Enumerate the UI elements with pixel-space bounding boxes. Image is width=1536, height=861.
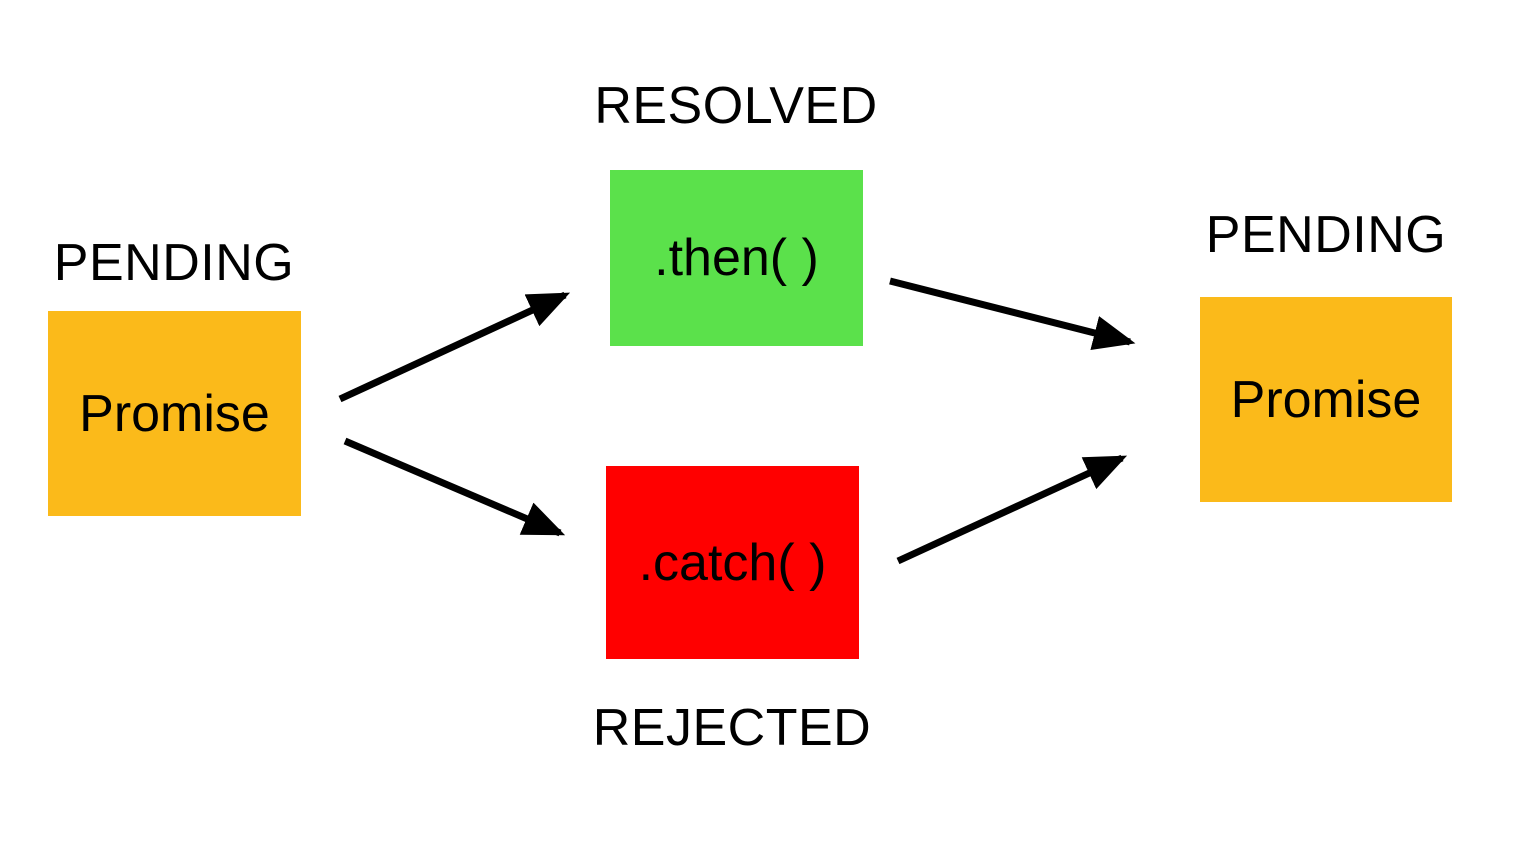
state-label-resolved: RESOLVED: [594, 77, 878, 135]
promise-box-right: Promise: [1200, 297, 1452, 502]
promise-box-left-text: Promise: [79, 384, 270, 443]
then-box-text: .then( ): [654, 229, 819, 287]
arrow-pending-to-resolved: [338, 291, 571, 403]
then-box: .then( ): [610, 170, 863, 346]
state-label-pending-left: PENDING: [53, 234, 295, 292]
state-label-pending-right: PENDING: [1205, 206, 1447, 264]
catch-box-text: .catch( ): [638, 533, 827, 592]
arrow-resolved-to-pending: [889, 277, 1136, 350]
state-label-rejected: REJECTED: [592, 699, 872, 757]
arrow-pending-to-rejected: [343, 437, 566, 537]
promise-box-left: Promise: [48, 311, 301, 516]
catch-box: .catch( ): [606, 466, 859, 659]
arrow-rejected-to-pending: [896, 454, 1128, 565]
promise-box-right-text: Promise: [1230, 370, 1422, 429]
